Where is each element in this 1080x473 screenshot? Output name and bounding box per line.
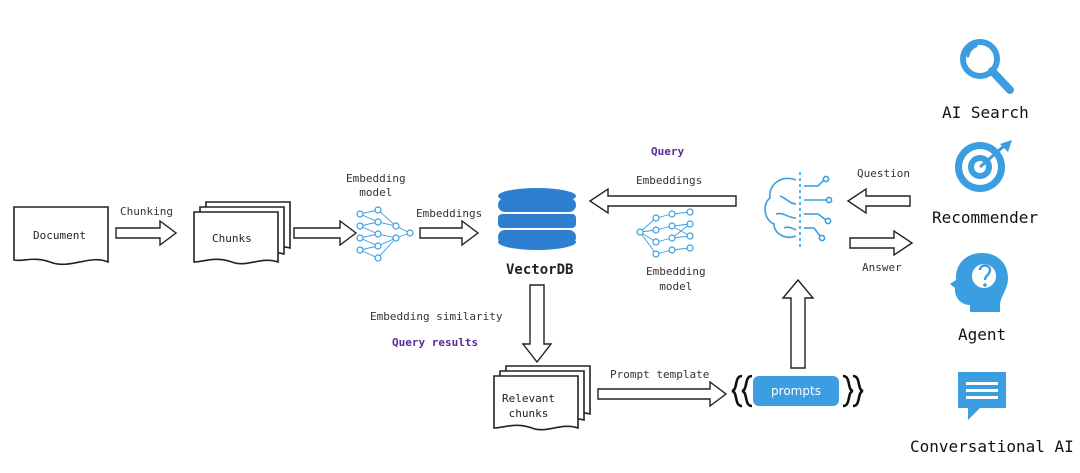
head-idea-icon [950,253,1008,312]
query-results-label: Query results [392,336,479,349]
chunks-stack [193,201,291,265]
chat-bubble-icon [958,372,1006,420]
prompts-box: prompts [753,376,839,406]
chunking-arrow [115,219,178,247]
db-to-chunks-arrow [521,284,553,364]
embedding-similarity-label: Embedding similarity [370,310,503,323]
prompts-to-llm-arrow [781,278,815,369]
brain-icon [764,172,833,250]
query-embeddings-arrow [588,187,737,215]
relevant-chunks-label: Relevant chunks [502,392,555,420]
embeddings-left-label: Embeddings [416,207,483,220]
chunks-label: Chunks [212,232,252,245]
chunking-label: Chunking [120,205,173,218]
vectordb-label: VectorDB [506,262,574,278]
search-icon [960,39,1014,94]
chunks-to-model-arrow [293,219,358,247]
app-label-ai-search: AI Search [942,103,1029,122]
document-label: Document [33,229,86,242]
neural-network-icon-2 [636,208,694,258]
answer-arrow [849,229,914,257]
app-label-agent: Agent [958,325,1007,344]
target-icon [955,140,1012,192]
question-arrow [846,187,911,215]
answer-label: Answer [862,261,902,274]
prompt-braces [731,374,864,408]
question-label: Question [857,167,910,180]
app-label-recommender: Recommender [932,208,1038,227]
prompt-template-label: Prompt template [610,368,710,381]
database-icon [498,188,576,250]
app-label-conversational-ai: Conversational AI [910,437,1074,456]
neural-network-icon [356,206,414,262]
embedding-model-bottom-label: Embedding model [646,265,706,293]
query-label: Query [651,145,685,158]
relevant-chunks-stack [493,365,591,431]
prompt-template-arrow [597,380,728,408]
embeddings-right-label: Embeddings [636,174,703,187]
embedding-model-top-label: Embedding model [346,172,406,199]
document-shape [13,206,109,266]
embeddings-to-db-arrow [419,219,480,247]
